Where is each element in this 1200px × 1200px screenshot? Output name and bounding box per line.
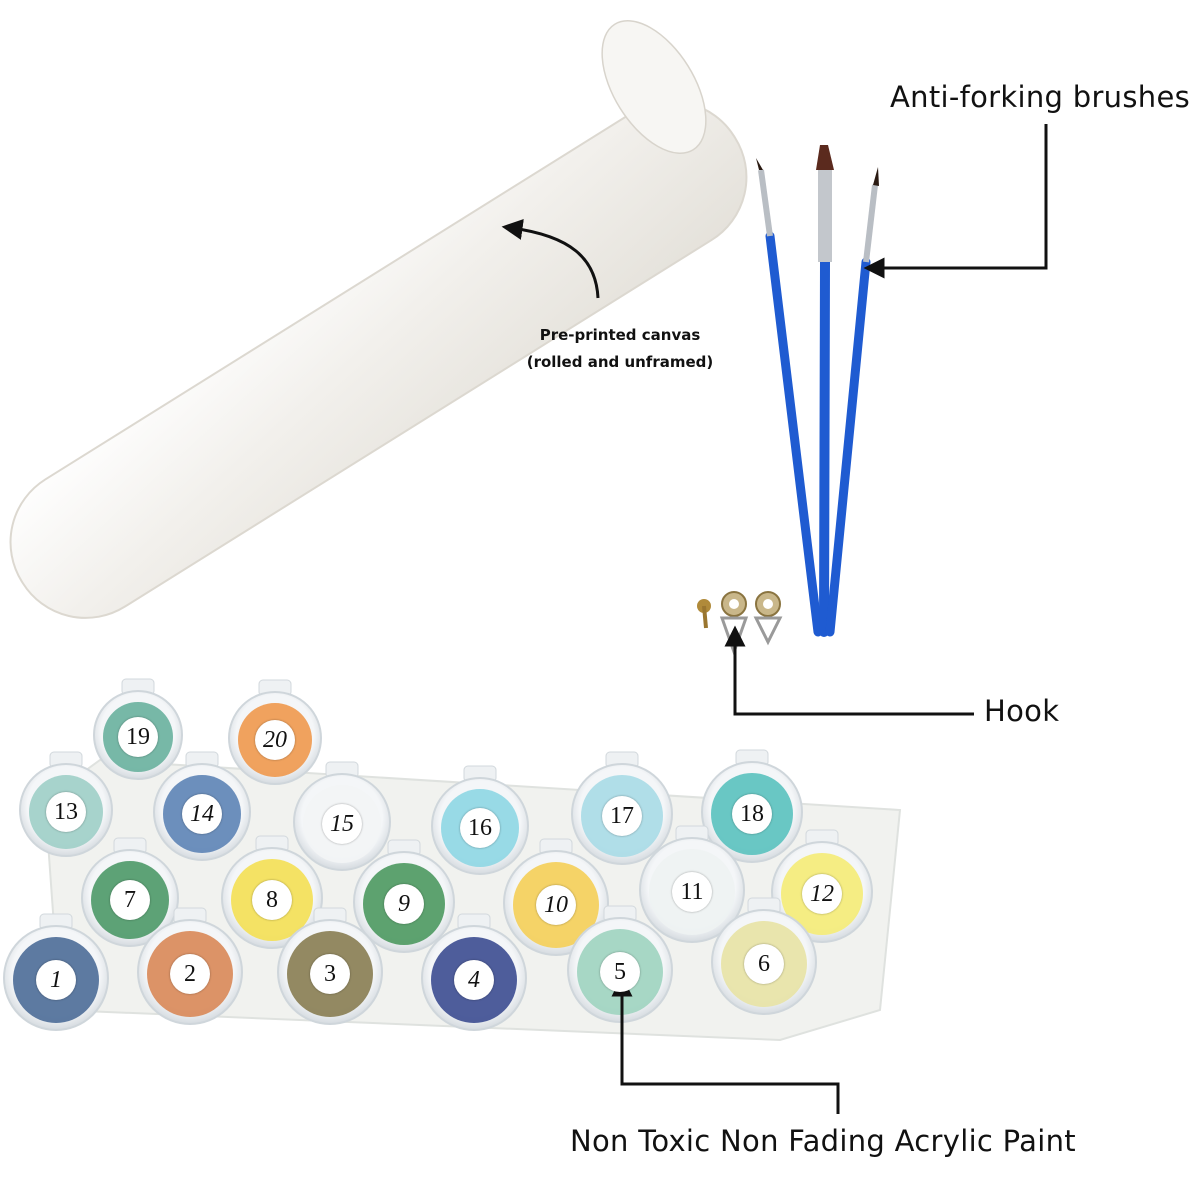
- pot-number-13: 13: [46, 792, 86, 832]
- hanger-2: [753, 591, 783, 646]
- pot-number-4: 4: [454, 960, 494, 1000]
- hook-pointer-line: [724, 625, 974, 716]
- pot-number-8: 8: [252, 880, 292, 920]
- pot-number-3: 3: [310, 954, 350, 994]
- paint-pot-17: [571, 751, 673, 865]
- hook-label: Hook: [984, 694, 1060, 728]
- paint-label: Non Toxic Non Fading Acrylic Paint: [570, 1124, 1076, 1158]
- pot-number-5: 5: [600, 952, 640, 992]
- pot-number-1: 1: [36, 960, 76, 1000]
- pot-number-7: 7: [110, 880, 150, 920]
- pot-number-11: 11: [672, 872, 712, 912]
- pot-number-15: 15: [322, 804, 362, 844]
- pot-number-12: 12: [802, 874, 842, 914]
- canvas-label: Pre-printed canvas (rolled and unframed): [500, 322, 740, 376]
- brushes-pointer-line: [863, 124, 1048, 279]
- brushes: [756, 145, 879, 637]
- screw: [697, 599, 711, 629]
- pot-number-16: 16: [460, 808, 500, 848]
- brush-middle: [816, 145, 834, 637]
- pot-number-6: 6: [744, 944, 784, 984]
- hooks: [697, 591, 783, 657]
- paint-pointer-line: [611, 975, 840, 1114]
- canvas-label-line2: (rolled and unframed): [526, 353, 714, 371]
- pot-number-14: 14: [182, 794, 222, 834]
- canvas-label-line1: Pre-printed canvas: [539, 326, 701, 344]
- canvas-pointer-arrow: [501, 219, 600, 299]
- pot-number-17: 17: [602, 796, 642, 836]
- brush-left: [756, 158, 823, 637]
- canvas-roll: [9, 20, 748, 619]
- pot-number-2: 2: [170, 954, 210, 994]
- pot-number-18: 18: [732, 794, 772, 834]
- pot-number-10: 10: [536, 885, 576, 925]
- pot-number-20: 20: [255, 720, 295, 760]
- pot-number-9: 9: [384, 884, 424, 924]
- brush-right: [825, 167, 879, 637]
- pot-number-19: 19: [118, 717, 158, 757]
- brushes-label: Anti-forking brushes: [890, 80, 1190, 114]
